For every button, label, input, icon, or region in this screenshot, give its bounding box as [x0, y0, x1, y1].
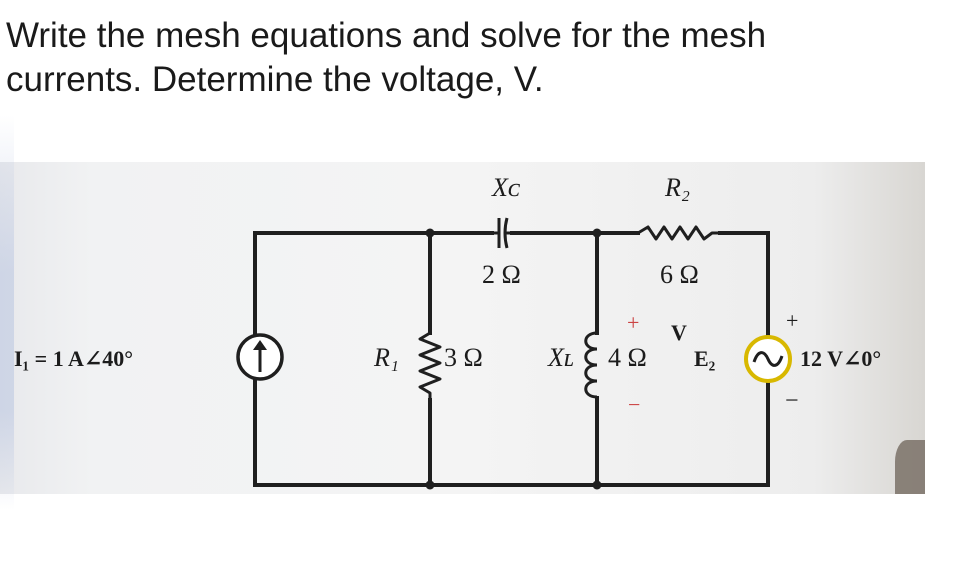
e2-minus-sign: − [785, 388, 799, 414]
r2-symbol-label: R₂ [664, 173, 690, 202]
capacitor-symbol [492, 217, 512, 249]
r1-resistor-symbol [418, 331, 442, 400]
photo-corner-shadow [895, 440, 925, 494]
voltage-plus-sign: + [627, 310, 639, 335]
e2-plus-sign: + [786, 308, 798, 333]
junction-dot [425, 228, 435, 238]
xc-value-label: 2 Ω [482, 260, 521, 289]
junction-dot [592, 480, 602, 490]
photo-shadow-edge [0, 115, 14, 510]
e2-symbol-label: E₂ [694, 346, 716, 371]
xl-value-label: 4 Ω [608, 343, 647, 372]
voltage-name-label: V [671, 320, 687, 345]
circuit-photo-background [0, 162, 925, 494]
question-line-1: Write the mesh equations and solve for t… [6, 16, 767, 55]
voltage-source-symbol [744, 335, 792, 383]
current-source-label: I₁ = 1 A∠40° [14, 346, 133, 371]
xc-symbol-label: Xᴄ [491, 173, 521, 202]
r2-value-label: 6 Ω [660, 260, 699, 289]
e2-value-label: 12 V∠0° [800, 346, 881, 371]
current-source-symbol [236, 333, 284, 381]
r1-value-label: 3 Ω [444, 343, 483, 372]
xl-symbol-label: Xʟ [547, 343, 574, 372]
inductor-symbol [584, 331, 598, 399]
r1-symbol-label: R₁ [373, 343, 399, 372]
junction-dot [592, 228, 602, 238]
voltage-minus-sign: − [628, 392, 640, 417]
r2-resistor-symbol [637, 225, 720, 241]
question-text: Write the mesh equations and solve for t… [6, 14, 946, 102]
junction-dot [425, 480, 435, 490]
question-line-2: currents. Determine the voltage, V. [6, 60, 544, 99]
